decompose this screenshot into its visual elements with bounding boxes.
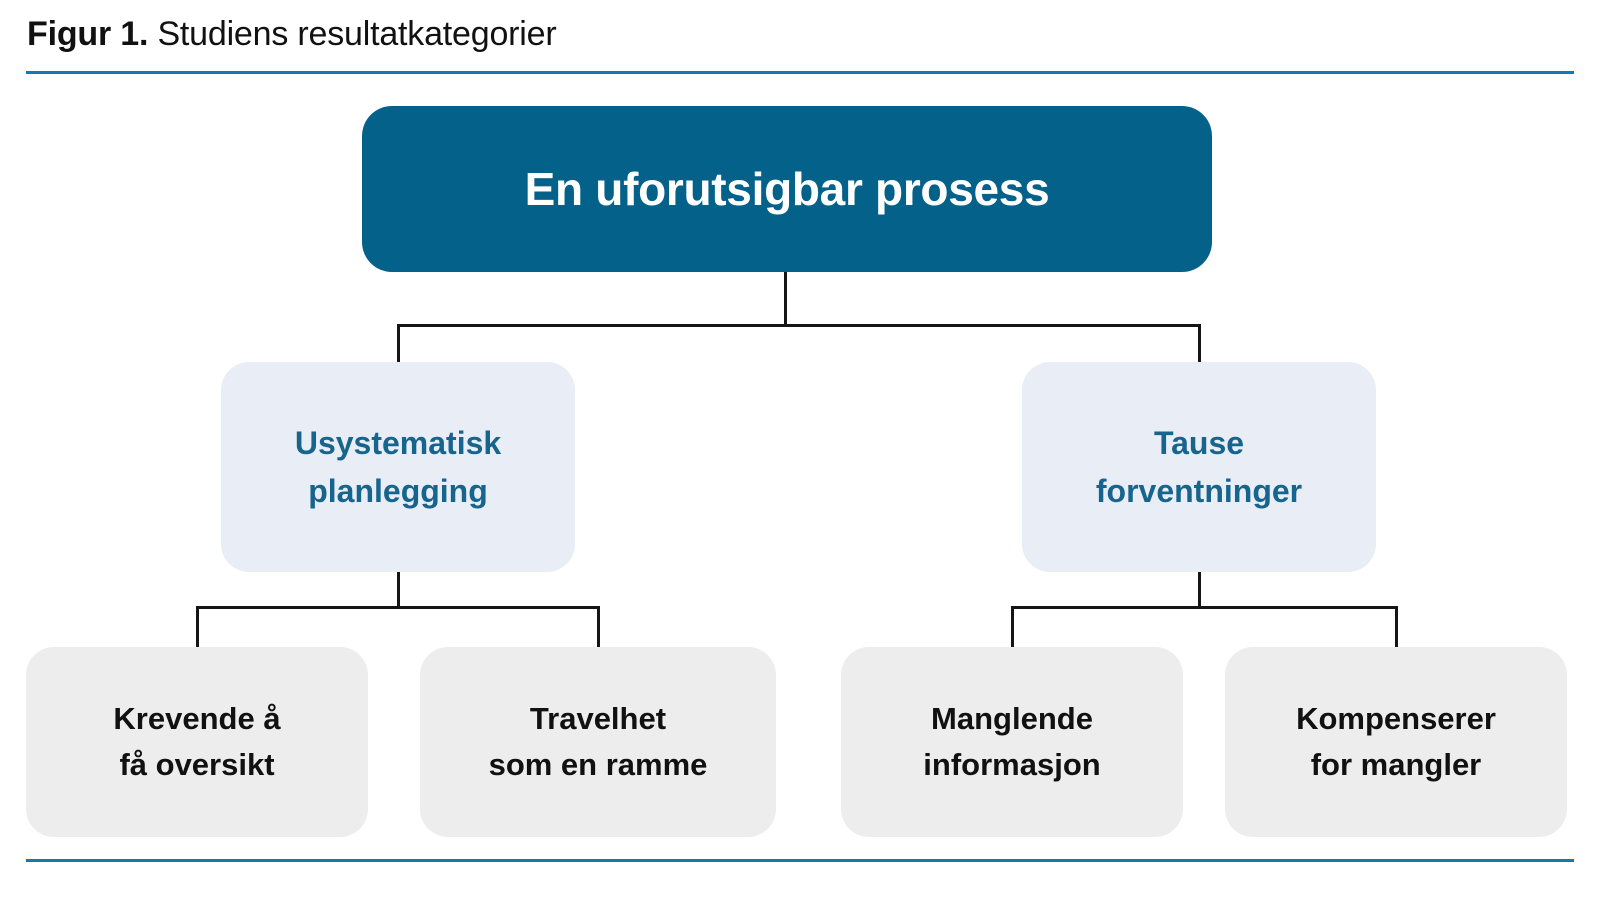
leaf-1-line-2: få oversikt xyxy=(119,747,275,782)
branch-left-line-1: Usystematisk xyxy=(294,425,502,461)
connector-level2-right-crossbar xyxy=(1011,606,1398,609)
connector-root-stem xyxy=(784,272,787,327)
node-branch-left-label: Usystematisk planlegging xyxy=(295,419,501,515)
connector-level2-right-drop-1 xyxy=(1011,606,1014,647)
figure-caption: Studiens resultatkategorier xyxy=(157,15,557,53)
leaf-2-line-2: som en ramme xyxy=(488,747,708,782)
branch-right-line-1: Tause xyxy=(1153,425,1245,461)
connector-level1-drop-right xyxy=(1198,324,1201,362)
node-leaf-travelhet-som-en-ramme: Travelhet som en ramme xyxy=(420,647,776,837)
branch-left-line-2: planlegging xyxy=(308,473,488,509)
node-root-label: En uforutsigbar prosess xyxy=(524,163,1050,215)
node-branch-tause-forventninger: Tause forventninger xyxy=(1022,362,1376,572)
node-leaf-manglende-informasjon: Manglende informasjon xyxy=(841,647,1183,837)
leaf-3-line-1: Manglende xyxy=(931,701,1093,736)
node-leaf-krevende-a-fa-oversikt: Krevende å få oversikt xyxy=(26,647,368,837)
figure-label: Figur 1. xyxy=(27,15,149,53)
node-branch-right-label: Tause forventninger xyxy=(1096,419,1302,515)
node-branch-usystematisk-planlegging: Usystematisk planlegging xyxy=(221,362,575,572)
leaf-4-line-2: for mangler xyxy=(1310,747,1482,782)
node-leaf-kompenserer-for-mangler: Kompenserer for mangler xyxy=(1225,647,1567,837)
node-root: En uforutsigbar prosess xyxy=(362,106,1212,272)
top-rule xyxy=(26,71,1574,74)
connector-level2-left-crossbar xyxy=(196,606,600,609)
connector-level2-left-drop-1 xyxy=(196,606,199,647)
connector-level1-drop-left xyxy=(397,324,400,362)
leaf-3-line-2: informasjon xyxy=(923,747,1101,782)
leaf-3-label: Manglende informasjon xyxy=(923,696,1100,788)
leaf-2-label: Travelhet som en ramme xyxy=(489,696,708,788)
leaf-4-line-1: Kompenserer xyxy=(1296,701,1496,736)
connector-level1-crossbar xyxy=(397,324,1201,327)
leaf-4-label: Kompenserer for mangler xyxy=(1296,696,1496,788)
figure-title: Figur 1. Studiens resultatkategorier xyxy=(27,12,557,56)
bottom-rule xyxy=(26,859,1574,862)
branch-right-line-2: forventninger xyxy=(1095,473,1303,509)
connector-branch-left-stem xyxy=(397,572,400,609)
connector-branch-right-stem xyxy=(1198,572,1201,609)
leaf-2-line-1: Travelhet xyxy=(529,701,667,736)
leaf-1-label: Krevende å få oversikt xyxy=(113,696,280,788)
connector-level2-right-drop-2 xyxy=(1395,606,1398,647)
connector-level2-left-drop-2 xyxy=(597,606,600,647)
leaf-1-line-1: Krevende å xyxy=(113,701,281,736)
